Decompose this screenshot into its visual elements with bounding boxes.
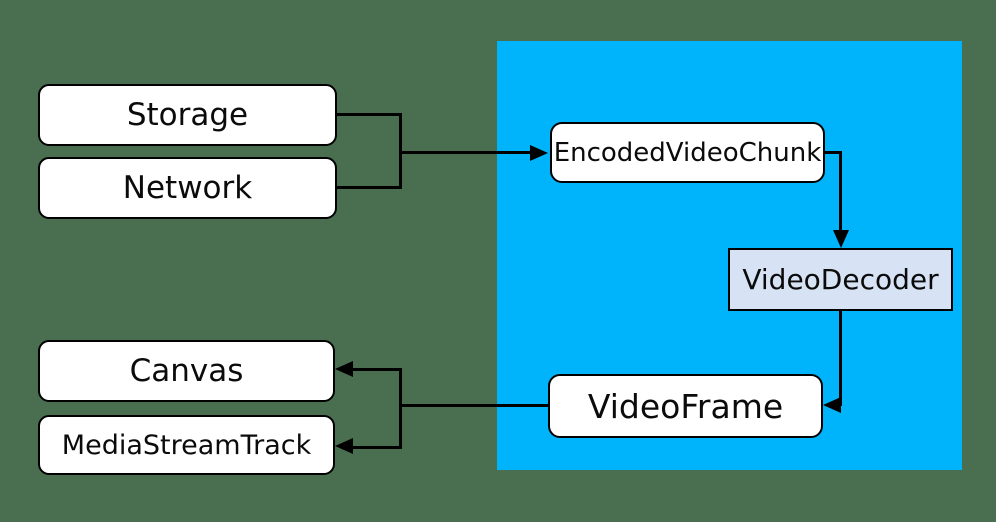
- node-canvas-label: Canvas: [129, 352, 244, 389]
- edge-network-out: [337, 186, 402, 189]
- node-video-frame: VideoFrame: [548, 374, 823, 438]
- node-encoded-video-chunk: EncodedVideoChunk: [550, 122, 825, 183]
- node-media-stream-track: MediaStreamTrack: [38, 415, 335, 475]
- arrowhead-into-video-frame: [823, 397, 841, 413]
- arrowhead-into-canvas: [335, 361, 353, 377]
- node-video-decoder-label: VideoDecoder: [742, 262, 939, 296]
- node-video-frame-label: VideoFrame: [587, 386, 784, 426]
- arrowhead-into-media-stream-track: [335, 438, 353, 454]
- node-network: Network: [38, 157, 337, 219]
- node-media-stream-track-label: MediaStreamTrack: [61, 429, 312, 461]
- node-video-decoder: VideoDecoder: [728, 248, 953, 311]
- node-encoded-video-chunk-label: EncodedVideoChunk: [553, 137, 822, 168]
- edge-sinks-split: [399, 368, 402, 449]
- edge-storage-out: [337, 113, 402, 116]
- edge-decoder-to-frame: [839, 311, 842, 406]
- node-canvas: Canvas: [38, 340, 335, 402]
- arrowhead-into-encoded-video-chunk: [530, 145, 548, 161]
- edge-to-canvas: [353, 368, 402, 371]
- edge-sources-to-chunk: [399, 151, 531, 154]
- node-storage-label: Storage: [126, 96, 249, 133]
- edge-chunk-to-decoder: [839, 151, 842, 231]
- edge-to-media-stream-track: [353, 446, 402, 449]
- edge-frame-out: [400, 404, 548, 407]
- node-network-label: Network: [122, 169, 253, 206]
- arrowhead-into-video-decoder: [833, 230, 849, 248]
- edge-chunk-out: [825, 151, 842, 154]
- node-storage: Storage: [38, 84, 337, 146]
